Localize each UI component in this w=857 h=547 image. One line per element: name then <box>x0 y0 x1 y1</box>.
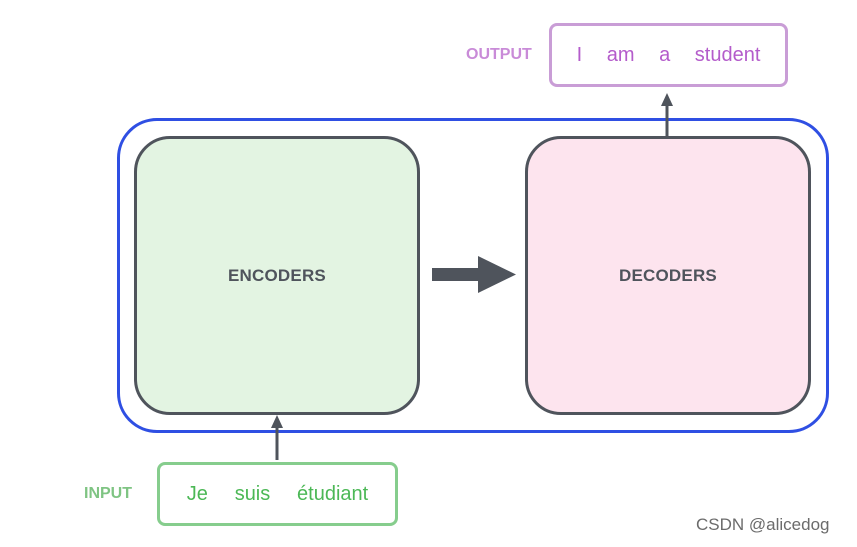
output-arrow <box>661 93 673 136</box>
output-box: I am a student <box>549 23 788 87</box>
output-label: OUTPUT <box>466 46 532 63</box>
output-word: am <box>606 43 635 66</box>
decoders-block: DECODERS <box>525 136 811 415</box>
output-word: student <box>694 43 761 66</box>
encoders-label: ENCODERS <box>228 265 326 285</box>
input-word: suis <box>234 482 271 505</box>
encoder-to-decoder-arrow <box>432 256 516 293</box>
encoders-block: ENCODERS <box>134 136 420 415</box>
transformer-container <box>117 118 829 433</box>
input-arrow <box>271 415 283 460</box>
decoders-label: DECODERS <box>619 265 717 285</box>
output-word: a <box>659 43 671 66</box>
input-box: Je suis étudiant <box>157 462 398 526</box>
output-word: I <box>576 43 583 66</box>
input-word: Je <box>186 482 208 505</box>
input-word: étudiant <box>297 482 369 505</box>
watermark: CSDN @alicedog <box>696 515 830 534</box>
input-label: INPUT <box>84 485 132 502</box>
